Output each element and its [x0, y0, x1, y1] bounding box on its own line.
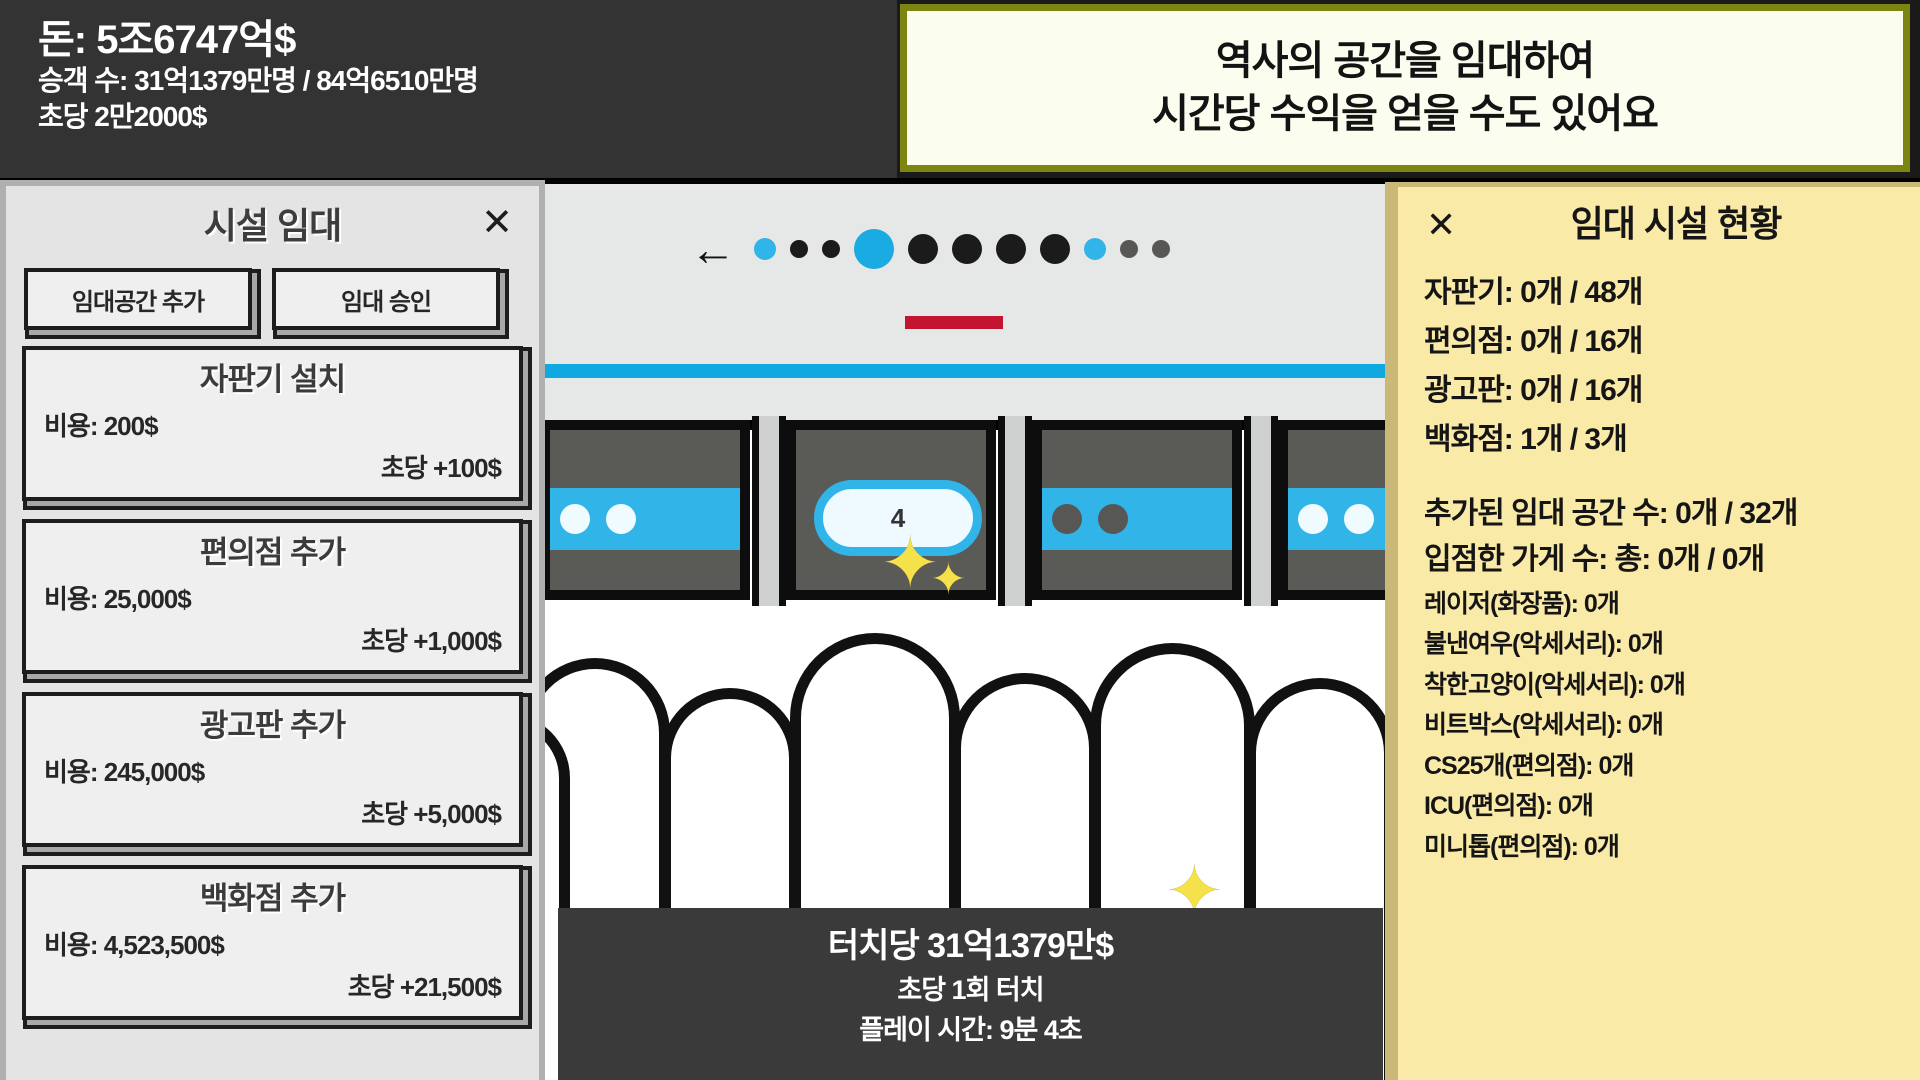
- resource-topbar: 돈: 5조6747억$ 승객 수: 31억1379만명 / 84억6510만명 …: [0, 0, 897, 178]
- tip-banner-line2: 시간당 수익을 얻을 수도 있어요: [1152, 92, 1659, 136]
- status-row-billboard: 광고판: 0개 / 16개: [1424, 373, 1643, 407]
- sparkle-icon: ✦: [880, 524, 941, 604]
- window-dot: [1098, 504, 1128, 534]
- window-dot: [1344, 504, 1374, 534]
- line-stop-dot: [1084, 238, 1106, 260]
- wall-top-band: [0, 178, 1920, 184]
- shop-row-beatbox: 비트박스(악세서리): 0개: [1424, 711, 1664, 740]
- approve-rental-button[interactable]: 임대 승인: [272, 268, 500, 330]
- direction-arrow-icon: ←: [690, 223, 736, 275]
- shop-row-minitop: 미니톱(편의점): 0개: [1424, 832, 1620, 861]
- facility-card-title: 자판기 설치: [199, 362, 346, 397]
- line-stop-dot: [1152, 240, 1170, 258]
- shop-row-icu: ICU(편의점): 0개: [1424, 792, 1594, 821]
- status-row-vending: 자판기: 0개 / 48개: [1424, 276, 1643, 309]
- facility-rental-header: 시설 임대 ✕: [22, 200, 523, 262]
- line-stop-dot: [1120, 240, 1138, 258]
- train-door: [540, 420, 750, 600]
- facility-card-billboard[interactable]: 광고판 추가 비용: 245,000$ 초당 +5,000$: [22, 692, 523, 847]
- facility-rental-title: 시설 임대: [203, 205, 342, 246]
- shop-row-goodcat: 착한고양이(악세서리): 0개: [1424, 670, 1686, 699]
- rental-space-summary: 추가된 임대 공간 수: 0개 / 32개: [1424, 496, 1798, 530]
- window-dot: [1052, 504, 1082, 534]
- window-dot: [560, 504, 590, 534]
- facility-card-title: 편의점 추가: [199, 535, 346, 570]
- door-number-badge: 4: [814, 480, 982, 556]
- line-stop-dot: [952, 234, 982, 264]
- window-dot: [1298, 504, 1328, 534]
- facility-rental-panel-body: 시설 임대 ✕ 임대공간 추가 임대 승인 자판기 설치 비용: 200$ 초당…: [6, 186, 539, 1080]
- shop-row-laser: 레이저(화장품): 0개: [1424, 589, 1620, 618]
- line-stop-dot: [1040, 234, 1070, 264]
- door-window: [1042, 488, 1232, 550]
- facility-card-title: 백화점 추가: [199, 881, 346, 916]
- add-rental-space-button[interactable]: 임대공간 추가: [24, 268, 252, 330]
- per-touch-value: 터치당 31억1379만$: [827, 927, 1114, 965]
- touch-stats-box: 터치당 31억1379만$ 초당 1회 터치 플레이 시간: 9분 4초: [558, 908, 1383, 1080]
- tip-banner: 역사의 공간을 임대하여 시간당 수익을 얻을 수도 있어요: [900, 4, 1910, 172]
- sparkle-icon: ✦: [930, 555, 967, 604]
- tip-banner-line1: 역사의 공간을 임대하여: [1215, 39, 1595, 84]
- train-door: [1032, 420, 1242, 600]
- shop-row-cs25: CS25개(편의점): 0개: [1424, 751, 1634, 780]
- facility-rental-panel: 시설 임대 ✕ 임대공간 추가 임대 승인 자판기 설치 비용: 200$ 초당…: [0, 180, 545, 1080]
- facility-card-cost: 비용: 25,000$: [44, 584, 192, 614]
- shop-row-firefox: 불낸여우(악세서리): 0개: [1424, 630, 1664, 659]
- door-pillar: [998, 416, 1032, 606]
- touch-rate-value: 초당 1회 터치: [897, 974, 1044, 1005]
- facility-card-rate: 초당 +5,000$: [361, 799, 502, 829]
- facility-card-rate: 초당 +21,500$: [347, 972, 502, 1002]
- door-pillar: [1244, 416, 1278, 606]
- line-current-stop-dot: [854, 229, 894, 269]
- station-line-sign: ←: [690, 226, 1170, 272]
- facility-card-rate: 초당 +1,000$: [361, 626, 502, 656]
- facility-action-buttons: 임대공간 추가 임대 승인: [24, 268, 523, 330]
- facility-card-cost: 비용: 4,523,500$: [44, 930, 225, 960]
- line-stop-dot: [790, 240, 808, 258]
- rental-status-title: 임대 시설 현황: [1570, 203, 1783, 244]
- money-value: 돈: 5조6747억$: [38, 18, 296, 62]
- income-per-second: 초당 2만2000$: [38, 100, 208, 132]
- sign-underline: [905, 316, 1003, 329]
- spacer: [1424, 465, 1898, 491]
- rental-status-header: ✕ 임대 시설 현황: [1424, 201, 1898, 269]
- facility-card-rate: 초당 +100$: [380, 453, 502, 483]
- play-time-value: 플레이 시간: 9분 4초: [859, 1015, 1082, 1046]
- facility-card-vending[interactable]: 자판기 설치 비용: 200$ 초당 +100$: [22, 346, 523, 501]
- door-window: [550, 488, 740, 550]
- close-icon[interactable]: ✕: [481, 202, 513, 244]
- facility-card-convenience-store[interactable]: 편의점 추가 비용: 25,000$ 초당 +1,000$: [22, 519, 523, 674]
- door-pillar: [752, 416, 786, 606]
- door-window-dots: [560, 504, 636, 534]
- facility-card-cost: 비용: 200$: [44, 411, 159, 441]
- status-row-department: 백화점: 1개 / 3개: [1424, 422, 1628, 456]
- status-row-convenience: 편의점: 0개 / 16개: [1424, 324, 1643, 358]
- passenger-count: 승객 수: 31억1379만명 / 84억6510만명: [38, 64, 479, 96]
- door-window-dots: [1052, 504, 1128, 534]
- shop-count-summary: 입점한 가게 수: 총: 0개 / 0개: [1424, 543, 1765, 577]
- line-stop-dot: [754, 238, 776, 260]
- close-icon[interactable]: ✕: [1426, 204, 1457, 245]
- train-door: 4: [786, 420, 996, 600]
- window-dot: [606, 504, 636, 534]
- facility-card-department-store[interactable]: 백화점 추가 비용: 4,523,500$ 초당 +21,500$: [22, 865, 523, 1020]
- facility-card-cost: 비용: 245,000$: [44, 757, 205, 787]
- facility-card-title: 광고판 추가: [199, 708, 346, 743]
- rental-status-panel: ✕ 임대 시설 현황 자판기: 0개 / 48개 편의점: 0개 / 16개 광…: [1385, 182, 1920, 1080]
- line-stop-dot: [908, 234, 938, 264]
- line-stop-dot: [822, 240, 840, 258]
- line-stop-dot: [996, 234, 1026, 264]
